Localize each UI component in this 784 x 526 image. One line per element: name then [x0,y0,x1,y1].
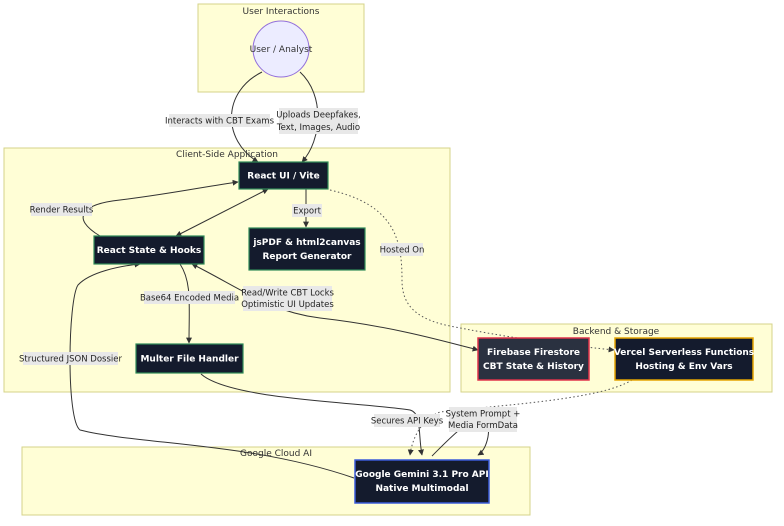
cluster-title-google-cloud: Google Cloud AI [240,449,312,459]
react-state-label: React State & Hooks [97,246,202,256]
cluster-title-user-interactions: User Interactions [243,7,320,17]
gemini-label-1: Google Gemini 3.1 Pro API [355,470,488,480]
jspdf-label-2: Report Generator [263,252,353,262]
multer-label: Multer File Handler [140,355,239,365]
edge-label-readwrite: Read/Write CBT Locks Optimistic UI Updat… [241,286,334,311]
edge-label-render: Render Results [30,203,94,216]
edge-label-secures: Secures API Keys [371,414,444,427]
jspdf-label-1: jsPDF & html2canvas [252,238,360,248]
edge-label-uploads: Uploads Deepfakes, Text, Images, Audio [276,108,361,134]
edge-state-firebase [191,263,479,352]
edge-multer-gemini [200,373,424,456]
svg-text:Structured JSON Dossier: Structured JSON Dossier [19,355,122,365]
vercel-node[interactable]: Vercel Serverless Functions Hosting & En… [614,337,754,381]
react-state-node[interactable]: React State & Hooks [93,235,205,265]
multer-node[interactable]: Multer File Handler [135,343,244,374]
react-ui-node[interactable]: React UI / Vite [238,161,329,190]
edge-ui-hosted-vercel [329,189,615,353]
svg-text:System Prompt +: System Prompt + [446,410,521,420]
jspdf-node[interactable]: jsPDF & html2canvas Report Generator [248,227,366,271]
firebase-label-2: CBT State & History [483,362,584,372]
vercel-label-2: Hosting & Env Vars [635,362,732,372]
svg-text:Uploads Deepfakes,: Uploads Deepfakes, [276,111,361,121]
user-analyst-label: User / Analyst [250,45,313,55]
edge-label-interacts: Interacts with CBT Exams [165,114,275,127]
svg-text:Read/Write CBT Locks: Read/Write CBT Locks [241,289,334,299]
edge-ui-state-bidirectional [175,188,269,237]
gemini-node[interactable]: Google Gemini 3.1 Pro API Native Multimo… [354,459,490,504]
edge-label-hosted: Hosted On [380,243,425,256]
svg-text:Secures API Keys: Secures API Keys [371,417,444,427]
svg-text:Export: Export [293,207,321,217]
svg-text:Text, Images, Audio: Text, Images, Audio [276,123,360,133]
user-analyst-node[interactable]: User / Analyst [250,20,313,78]
edge-label-system: System Prompt + Media FormData [446,407,521,432]
firebase-node[interactable]: Firebase Firestore CBT State & History [477,337,590,381]
react-ui-label: React UI / Vite [247,172,319,182]
edge-label-structured: Structured JSON Dossier [19,352,122,365]
svg-text:Base64 Encoded Media: Base64 Encoded Media [140,294,239,304]
svg-text:Hosted On: Hosted On [380,246,425,256]
edge-vercel-gemini [407,379,633,456]
svg-text:Render Results: Render Results [30,206,94,216]
vercel-label-1: Vercel Serverless Functions [614,348,754,358]
edge-label-export: Export [292,204,322,217]
svg-text:Interacts with CBT Exams: Interacts with CBT Exams [165,117,275,127]
edge-label-base64: Base64 Encoded Media [140,291,239,304]
svg-text:Media FormData: Media FormData [448,421,518,431]
svg-text:Optimistic UI Updates: Optimistic UI Updates [241,300,334,310]
firebase-label-1: Firebase Firestore [487,348,580,358]
cluster-title-backend: Backend & Storage [573,327,660,337]
cluster-title-client-side: Client-Side Application [176,150,278,160]
gemini-label-2: Native Multimodal [375,484,468,494]
edge-gemini-structured-state [69,261,355,479]
edge-state-render-ui [82,179,239,237]
